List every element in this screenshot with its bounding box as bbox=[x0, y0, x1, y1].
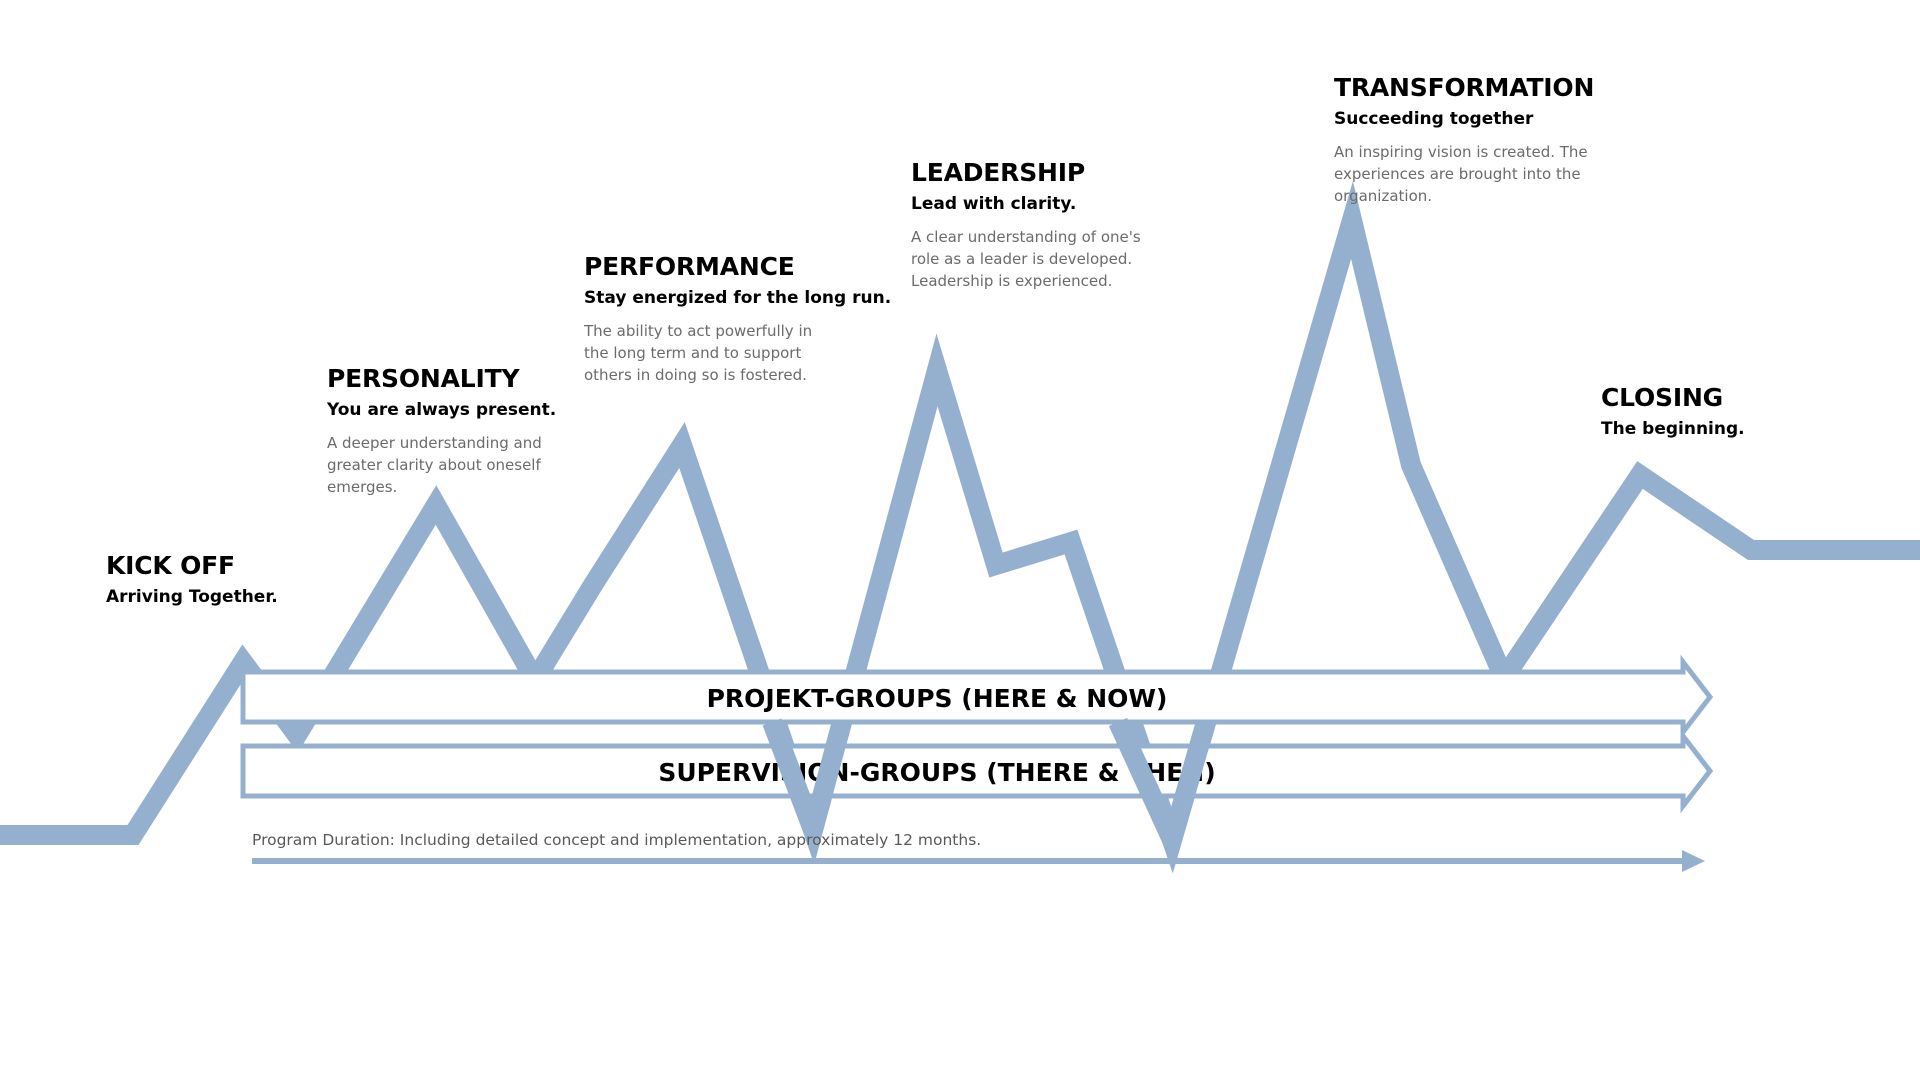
stage-subtitle: You are always present. bbox=[327, 400, 557, 420]
stage-leadership: LEADERSHIP Lead with clarity. A clear un… bbox=[911, 158, 1156, 292]
supervision-groups-arrow bbox=[240, 728, 1714, 814]
journey-line-dip-leadership bbox=[1108, 717, 1216, 869]
stage-transformation: TRANSFORMATION Succeeding together An in… bbox=[1334, 73, 1599, 207]
journey-line-dip-performance bbox=[762, 718, 852, 863]
stage-description: The ability to act powerfully in the lon… bbox=[584, 322, 813, 384]
stage-description: An inspiring vision is created. The expe… bbox=[1334, 143, 1588, 205]
stage-title: LEADERSHIP bbox=[911, 158, 1085, 187]
stage-description: A clear understanding of one's role as a… bbox=[911, 228, 1141, 290]
stage-kick-off: KICK OFF Arriving Together. bbox=[106, 551, 278, 609]
supervision-groups-band: SUPERVISION-GROUPS (THERE & THEN) bbox=[240, 728, 1714, 814]
stage-closing: CLOSING The beginning. bbox=[1601, 383, 1745, 441]
stage-subtitle: Lead with clarity. bbox=[911, 194, 1077, 214]
stage-title: CLOSING bbox=[1601, 383, 1723, 412]
stage-title: TRANSFORMATION bbox=[1334, 73, 1595, 102]
stage-subtitle: Arriving Together. bbox=[106, 587, 278, 607]
stage-title: KICK OFF bbox=[106, 551, 235, 580]
projekt-groups-band: PROJEKT-GROUPS (HERE & NOW) bbox=[240, 654, 1714, 740]
stage-subtitle: Stay energized for the long run. bbox=[584, 288, 892, 308]
stage-description: A deeper understanding and greater clari… bbox=[327, 434, 542, 496]
projekt-groups-label: PROJEKT-GROUPS (HERE & NOW) bbox=[707, 684, 1168, 713]
duration-arrow bbox=[252, 850, 1705, 872]
stage-personality: PERSONALITY You are always present. A de… bbox=[327, 364, 567, 498]
supervision-groups-label: SUPERVISION-GROUPS (THERE & THEN) bbox=[658, 758, 1215, 787]
program-duration-text: Program Duration: Including detailed con… bbox=[252, 831, 982, 849]
stage-subtitle: The beginning. bbox=[1601, 419, 1745, 439]
stage-performance: PERFORMANCE Stay energized for the long … bbox=[584, 252, 892, 386]
projekt-groups-arrow bbox=[240, 654, 1714, 740]
stage-title: PERSONALITY bbox=[327, 364, 520, 393]
stage-title: PERFORMANCE bbox=[584, 252, 795, 281]
stage-subtitle: Succeeding together bbox=[1334, 109, 1534, 129]
